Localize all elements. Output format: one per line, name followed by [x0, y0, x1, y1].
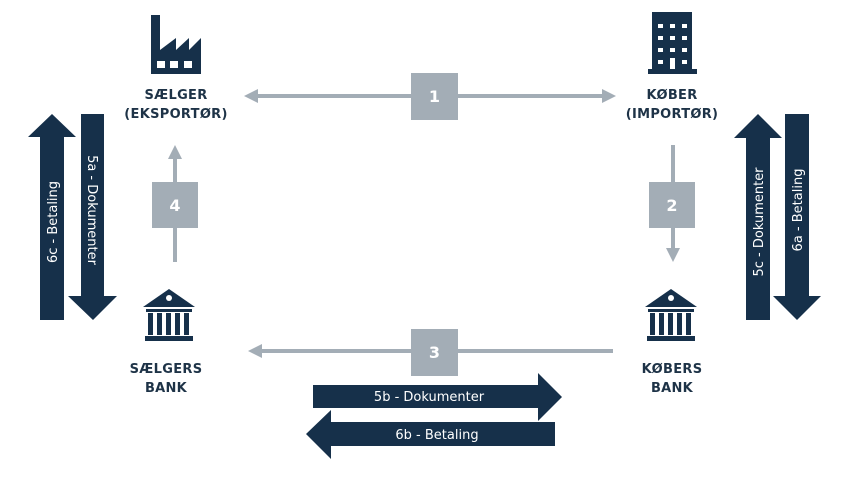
seller-bank-label-line2: BANK [145, 381, 188, 396]
arrowhead-right-icon [602, 89, 616, 103]
arrow-left-icon [306, 410, 555, 459]
seller-node: SÆLGER (EKSPORTØR) [124, 15, 227, 122]
flow-6c-arrow: 6c - Betaling [28, 114, 76, 320]
step-2-box [649, 182, 695, 228]
seller-label-line1: SÆLGER [144, 88, 207, 103]
arrow-right-icon [313, 373, 562, 421]
flow-6b-arrow: 6b - Betaling [306, 410, 555, 459]
flow-5c-arrow: 5c - Dokumenter [734, 114, 782, 320]
step-4-box [152, 182, 198, 228]
step-1-box [411, 73, 458, 120]
step-2-label: 2 [666, 196, 677, 215]
flow-6a-label: 6a - Betaling [791, 169, 806, 252]
bank-icon [645, 289, 697, 341]
arrowhead-left-icon [244, 89, 258, 103]
buyer-bank-label-line1: KØBERS [642, 362, 703, 377]
step-3-box [411, 329, 458, 376]
flow-6a-arrow: 6a - Betaling [773, 114, 821, 320]
flow-5c-label: 5c - Dokumenter [752, 167, 767, 277]
arrowhead-down-icon [666, 248, 680, 262]
buyer-label-line1: KØBER [646, 88, 697, 103]
flow-5a-arrow: 5a - Dokumenter [68, 114, 117, 320]
factory-icon [151, 15, 201, 74]
flow-5b-arrow: 5b - Dokumenter [313, 373, 562, 421]
office-building-icon [648, 12, 697, 74]
arrowhead-up-icon [168, 145, 182, 159]
bank-icon [143, 289, 195, 341]
step-3-label: 3 [429, 343, 440, 362]
step-2-connector [649, 145, 695, 262]
seller-bank-label-line1: SÆLGERS [130, 362, 203, 377]
flow-6c-label: 6c - Betaling [46, 181, 61, 263]
buyer-bank-node: KØBERS BANK [642, 289, 703, 396]
seller-bank-node: SÆLGERS BANK [130, 289, 203, 396]
arrow-down-icon [68, 114, 117, 320]
step-3-connector [248, 329, 613, 376]
arrow-down-icon [773, 114, 821, 320]
arrow-up-icon [734, 114, 782, 320]
buyer-label-line2: (IMPORTØR) [626, 107, 719, 122]
step-4-label: 4 [169, 196, 180, 215]
flow-5a-label: 5a - Dokumenter [84, 155, 99, 266]
seller-label-line2: (EKSPORTØR) [124, 107, 227, 122]
flow-5b-label: 5b - Dokumenter [374, 390, 485, 405]
buyer-node: KØBER (IMPORTØR) [626, 12, 719, 122]
arrow-up-icon [28, 114, 76, 320]
arrowhead-left-icon [248, 344, 262, 358]
buyer-bank-label-line2: BANK [651, 381, 694, 396]
step-4-connector [152, 145, 198, 262]
step-1-label: 1 [429, 87, 440, 106]
step-1-connector [244, 73, 616, 120]
flow-6b-label: 6b - Betaling [395, 428, 478, 443]
